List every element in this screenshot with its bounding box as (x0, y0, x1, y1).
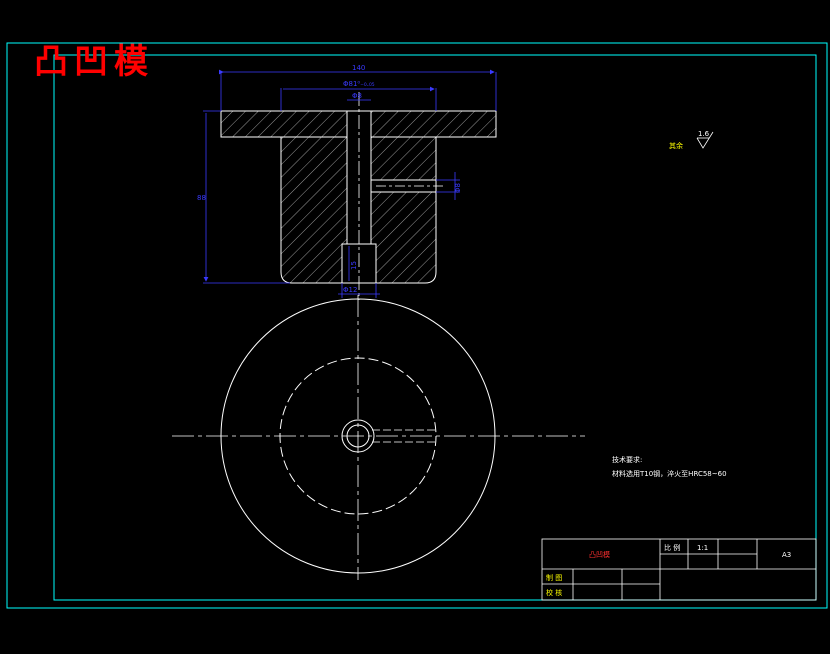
dimensions: 140 Φ81⁰₋₀.₀₅ Φ8 88 Φ8 15 Φ12 (197, 64, 497, 298)
title-block-checked-label: 校 核 (546, 588, 562, 597)
title-block-scale-label: 比 例 (664, 543, 680, 552)
title-block-drawn-label: 制 图 (546, 573, 562, 582)
tech-notes-line1: 材料选用T10钢，淬火至HRC58~60 (612, 469, 727, 478)
dim-height: 88 (197, 194, 206, 202)
title-stamp: 凸凹模 (34, 42, 154, 82)
title-block-part-name: 凸凹模 (589, 550, 610, 559)
title-block-sheet-size: A3 (782, 551, 791, 559)
dim-side-hole: Φ8 (454, 183, 462, 193)
tech-notes-heading: 技术要求: (612, 455, 642, 464)
dim-bore: Φ8 (352, 92, 362, 100)
surface-finish-label: 其余 (669, 141, 683, 150)
dim-flange-diameter: Φ81⁰₋₀.₀₅ (343, 80, 375, 88)
surface-finish-value: 1.6 (698, 130, 710, 138)
dim-counterbore-diameter: Φ12 (343, 286, 357, 294)
title-block-scale-value: 1:1 (697, 544, 708, 552)
top-view (172, 295, 585, 580)
dim-counterbore-depth: 15 (350, 261, 358, 270)
surface-finish: 其余 1.6 (669, 130, 714, 150)
outer-border (6, 42, 828, 609)
inner-border (53, 54, 817, 601)
front-view (220, 92, 497, 300)
title-block (541, 538, 817, 601)
dim-overall-width: 140 (352, 64, 365, 72)
